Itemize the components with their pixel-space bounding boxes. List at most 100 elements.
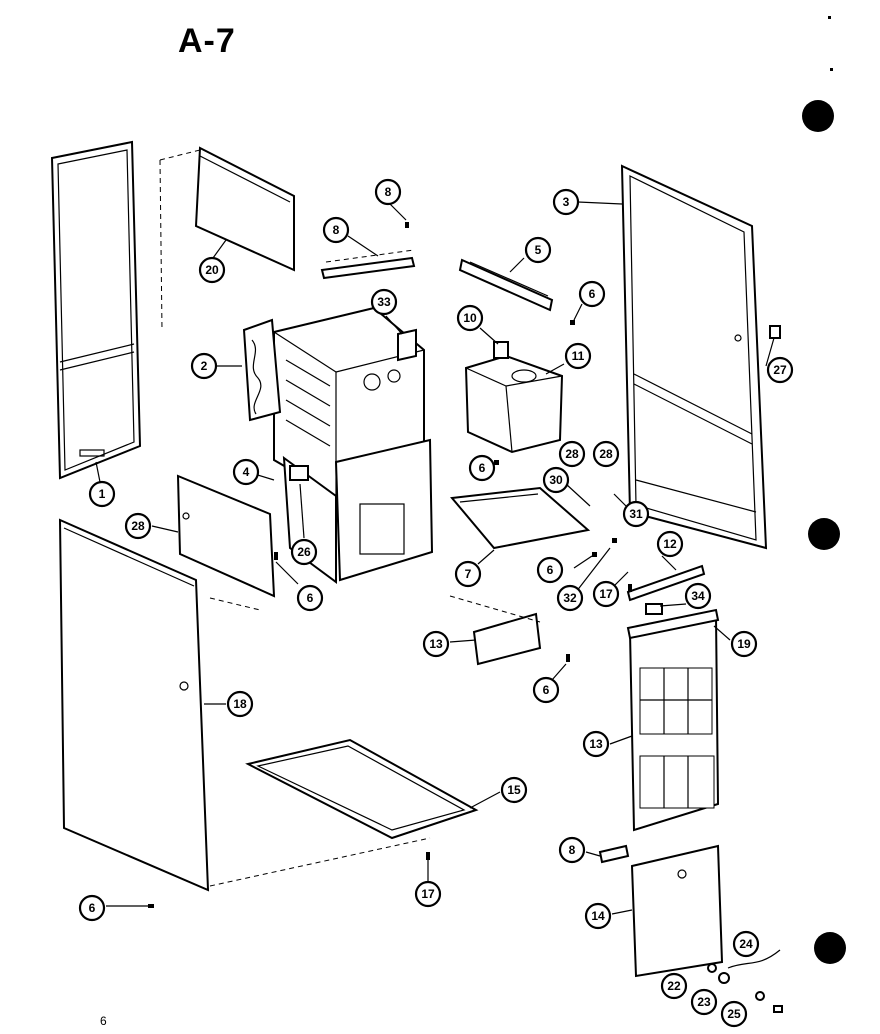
callout-17: 17 xyxy=(414,880,442,908)
callout-8: 8 xyxy=(558,836,586,864)
part-3-side-panel xyxy=(620,164,768,550)
svg-text:32: 32 xyxy=(563,591,577,605)
callout-6: 6 xyxy=(578,280,606,308)
svg-text:10: 10 xyxy=(463,311,477,325)
svg-text:22: 22 xyxy=(667,979,681,993)
part-12-rod xyxy=(626,564,706,602)
callout-8: 8 xyxy=(322,216,350,244)
callout-25: 25 xyxy=(720,1000,748,1028)
part-10-bracket xyxy=(493,341,509,359)
part-33-bracket xyxy=(397,328,417,362)
callout-6: 6 xyxy=(78,894,106,922)
callout-15: 14 xyxy=(584,902,612,930)
callout-6: 6 xyxy=(296,584,324,612)
svg-text:2: 2 xyxy=(201,359,208,373)
registration-dot-top xyxy=(802,100,834,132)
svg-text:6: 6 xyxy=(547,563,554,577)
svg-text:19: 19 xyxy=(737,637,751,651)
callout-10: 10 xyxy=(456,304,484,332)
svg-text:13: 13 xyxy=(429,637,443,651)
svg-text:13: 13 xyxy=(589,737,603,751)
callout-5: 5 xyxy=(524,236,552,264)
callout-32: 32 xyxy=(556,584,584,612)
svg-text:28: 28 xyxy=(565,447,579,461)
svg-text:12: 12 xyxy=(663,537,677,551)
part-13-grille-door xyxy=(628,614,720,832)
registration-dot-bottom xyxy=(814,932,846,964)
svg-text:6: 6 xyxy=(307,591,314,605)
screws xyxy=(148,222,632,908)
callout-33: 33 xyxy=(370,288,398,316)
svg-text:4: 4 xyxy=(243,465,250,479)
hardware-parts-22-25 xyxy=(707,949,783,1013)
svg-text:1: 1 xyxy=(99,487,106,501)
speck-mark xyxy=(830,68,833,71)
svg-text:28: 28 xyxy=(131,519,145,533)
callout-3: 3 xyxy=(552,188,580,216)
svg-text:27: 27 xyxy=(773,363,787,377)
callout-20: 20 xyxy=(198,256,226,284)
svg-text:17: 17 xyxy=(599,587,613,601)
callout-28: 28 xyxy=(124,512,152,540)
callout-2: 2 xyxy=(190,352,218,380)
svg-text:23: 23 xyxy=(697,995,711,1009)
part-16-base-pan xyxy=(245,738,479,840)
callout-34: 34 xyxy=(684,582,712,610)
callout-26: 26 xyxy=(290,538,318,566)
callout-7: 7 xyxy=(454,560,482,588)
part-34-clip xyxy=(645,603,663,615)
svg-text:5: 5 xyxy=(535,243,542,257)
callout-6: 6 xyxy=(532,676,560,704)
callout-6: 6 xyxy=(536,556,564,584)
callout-24: 24 xyxy=(732,930,760,958)
svg-text:6: 6 xyxy=(589,287,596,301)
svg-text:17: 17 xyxy=(421,887,435,901)
callout-31: 31 xyxy=(622,500,650,528)
part-28-access-panel xyxy=(176,474,276,598)
svg-text:8: 8 xyxy=(569,843,576,857)
callout-14: 13 xyxy=(422,630,450,658)
page-number: 6 xyxy=(100,1014,107,1028)
svg-text:18: 18 xyxy=(233,697,247,711)
part-11-blower-box xyxy=(464,354,564,454)
callout-11: 11 xyxy=(564,342,592,370)
callout-22: 22 xyxy=(660,972,688,1000)
svg-text:6: 6 xyxy=(543,683,550,697)
svg-text:11: 11 xyxy=(572,349,585,363)
callout-27: 27 xyxy=(766,356,794,384)
svg-text:8: 8 xyxy=(385,185,392,199)
svg-text:3: 3 xyxy=(563,195,570,209)
part-8-top-rail xyxy=(320,249,416,280)
part-7-tray xyxy=(450,486,591,550)
svg-text:30: 30 xyxy=(549,473,563,487)
svg-text:31: 31 xyxy=(629,507,643,521)
callout-17: 17 xyxy=(592,580,620,608)
svg-text:33: 33 xyxy=(377,295,391,309)
part-8-latch xyxy=(598,844,630,864)
part-1-upper-door xyxy=(50,140,142,480)
part-5-top-rail xyxy=(458,258,554,312)
callout-4: 4 xyxy=(232,458,260,486)
callout-13: 13 xyxy=(582,730,610,758)
svg-text:20: 20 xyxy=(205,263,219,277)
callout-1: 1 xyxy=(88,480,116,508)
svg-text:14: 14 xyxy=(591,909,605,923)
registration-dot-middle xyxy=(808,518,840,550)
callout-12: 12 xyxy=(656,530,684,558)
part-19-top-rail xyxy=(626,608,720,640)
callout-28: 28 xyxy=(558,440,586,468)
callout-28: 28 xyxy=(592,440,620,468)
callout-19: 19 xyxy=(730,630,758,658)
callout-16: 15 xyxy=(500,776,528,804)
part-18-lower-door xyxy=(58,518,431,892)
diagram-title: A-7 xyxy=(178,22,236,60)
svg-text:26: 26 xyxy=(297,545,311,559)
part-27-fastener xyxy=(769,325,781,339)
svg-text:25: 25 xyxy=(727,1007,741,1021)
svg-text:15: 15 xyxy=(507,783,521,797)
callout-8: 8 xyxy=(374,178,402,206)
part-15-lower-panel xyxy=(630,844,724,978)
callout-23: 23 xyxy=(690,988,718,1016)
